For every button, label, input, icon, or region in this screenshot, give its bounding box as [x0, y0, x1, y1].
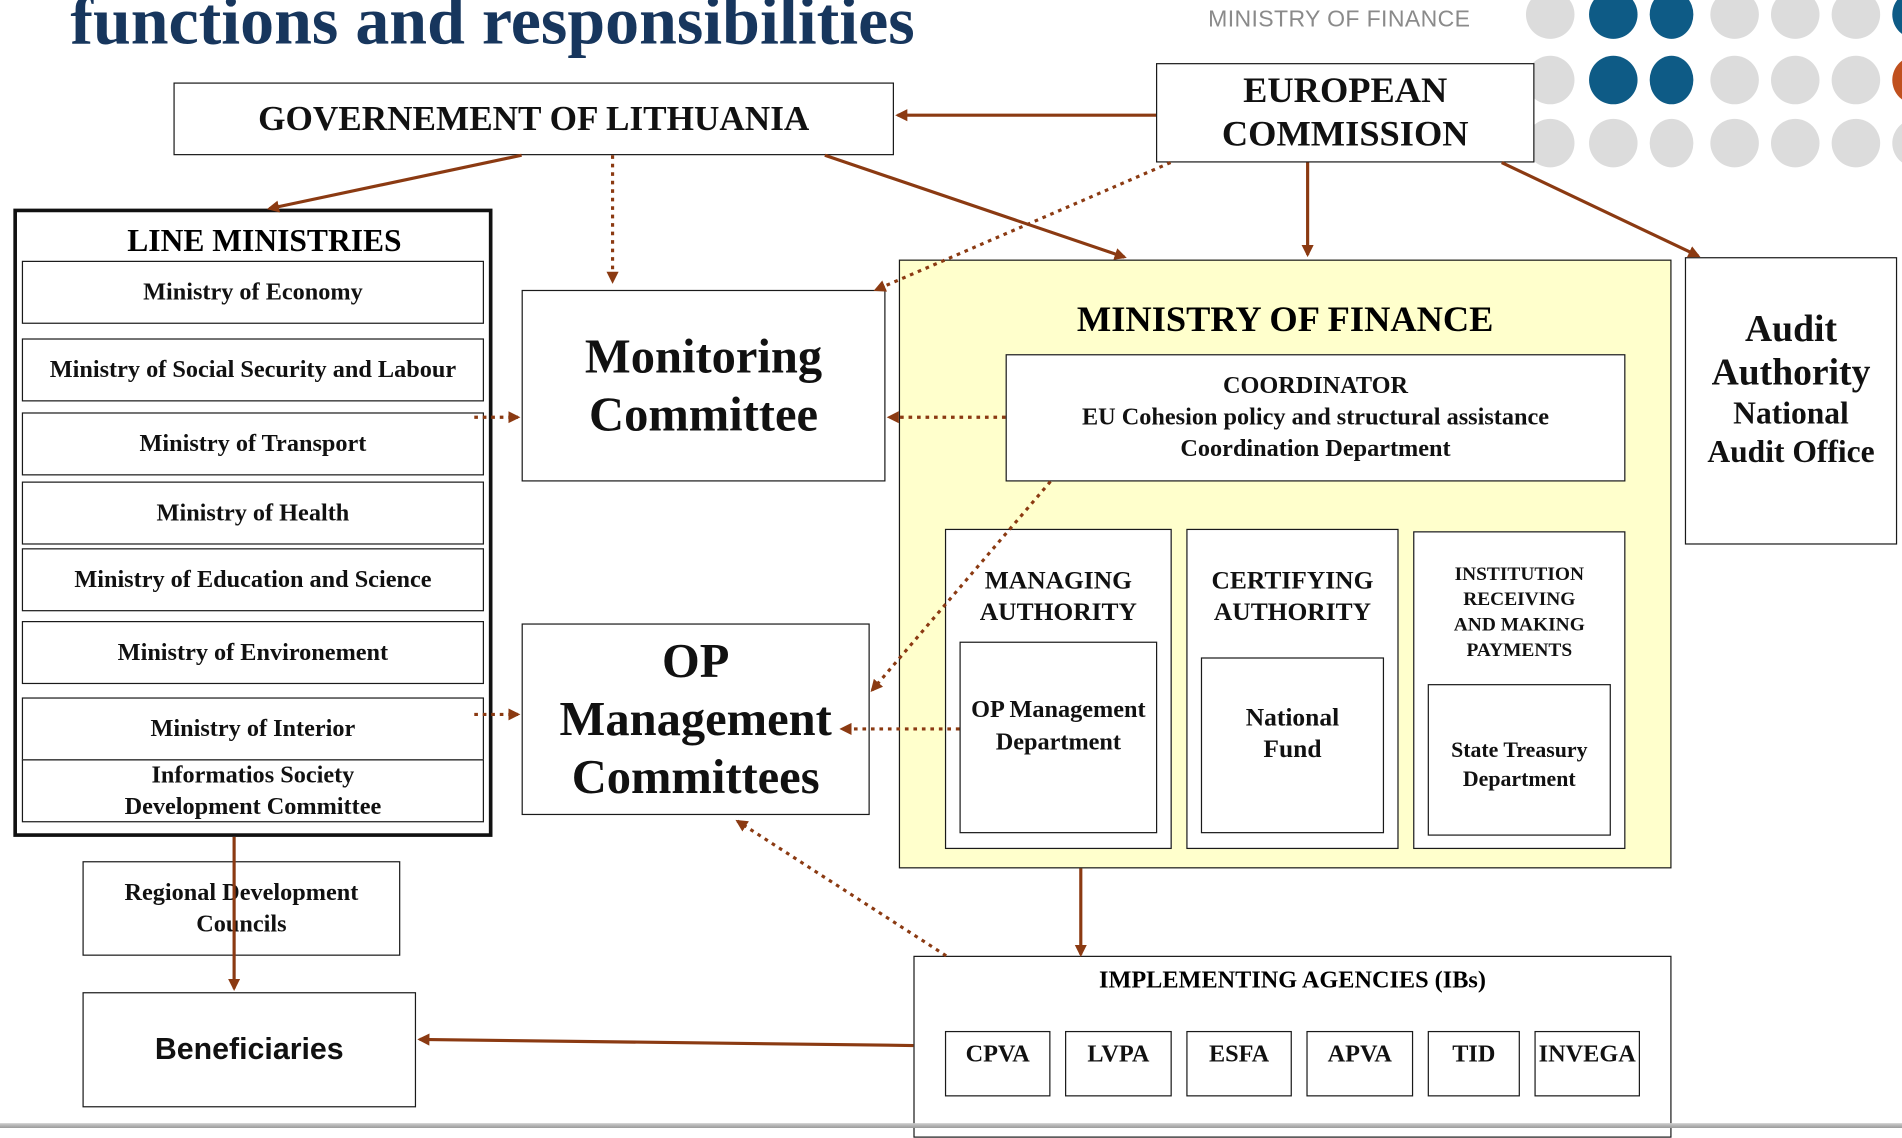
logo-dot: [1589, 0, 1638, 39]
information-society-line: Informatios Society: [151, 761, 355, 789]
logo-dot: [1589, 118, 1638, 168]
payments-institution-line: RECEIVING: [1463, 589, 1576, 611]
agency-tid: TID: [1427, 1030, 1520, 1097]
op-committees-line: Committees: [571, 749, 820, 805]
national-fund-line: National: [1245, 702, 1340, 732]
arrow-government-to-line-ministries: [266, 153, 522, 213]
beneficiaries-label: Beneficiaries: [154, 1032, 344, 1067]
arrow-ec-to-audit: [1501, 161, 1701, 258]
information-society-line: Development Committee: [124, 793, 382, 820]
certifying-authority-line: CERTIFYING: [1211, 565, 1374, 595]
footer-divider: [0, 1123, 1902, 1128]
ministry-transport: Ministry of Transport: [21, 412, 484, 476]
logo-dot: [1649, 118, 1694, 168]
logo-dot: [1710, 0, 1759, 39]
managing-authority-line: AUTHORITY: [979, 596, 1137, 626]
op-committees-line: Management: [559, 691, 832, 746]
logo-dot: [1831, 55, 1881, 105]
information-society-committee: Informatios Society Development Committe…: [21, 759, 484, 823]
audit-authority-line: National: [1733, 395, 1849, 431]
audit-authority-text: Audit Authority National Audit Office: [1707, 307, 1874, 472]
ministry-social-security: Ministry of Social Security and Labour: [21, 338, 484, 402]
european-commission-box: EUROPEAN COMMISSION: [1155, 63, 1535, 163]
national-fund-box: National Fund: [1200, 657, 1385, 834]
european-commission-line: COMMISSION: [1221, 114, 1469, 155]
regional-councils-line: Councils: [196, 910, 287, 938]
audit-authority-line: Audit Office: [1707, 434, 1875, 470]
monitoring-committee-line: Committee: [589, 386, 819, 442]
logo-dot: [1710, 55, 1759, 105]
european-commission-line: EUROPEAN: [1243, 70, 1448, 111]
implementing-agencies-title: IMPLEMENTING AGENCIES (IBs): [1099, 966, 1486, 994]
coordinator-line: Coordination Department: [1180, 435, 1451, 463]
managing-authority-line: MANAGING: [984, 565, 1132, 595]
monitoring-committee-line: Monitoring: [584, 328, 823, 384]
agency-esfa: ESFA: [1186, 1030, 1292, 1097]
logo-dot: [1525, 0, 1575, 39]
ministry-environment: Ministry of Environement: [21, 621, 484, 685]
logo-dot: [1710, 118, 1759, 168]
payments-institution-line: AND MAKING: [1453, 614, 1585, 636]
regional-councils-box: Regional Development Councils: [82, 861, 401, 956]
coordinator-line: COORDINATOR: [1222, 372, 1409, 400]
arrow-agencies-to-beneficiaries: [417, 1033, 914, 1048]
ministry-health: Ministry of Health: [21, 481, 484, 545]
agency-cpva: CPVA: [944, 1030, 1051, 1097]
coordinator-line: EU Cohesion policy and structural assist…: [1081, 403, 1550, 431]
logo-dot: [1892, 55, 1902, 105]
ministry-of-finance-title: MINISTRY OF FINANCE: [1076, 299, 1494, 340]
logo-dot: [1649, 55, 1694, 105]
audit-authority-line: Authority: [1711, 350, 1871, 393]
op-management-department-box: OP Management Department: [959, 641, 1158, 834]
payments-institution-line: PAYMENTS: [1466, 640, 1573, 662]
agency-lvpa: LVPA: [1065, 1030, 1172, 1097]
op-committees-box: OP Management Committees: [521, 623, 870, 816]
logo-dot: [1892, 0, 1902, 39]
coordinator-box: COORDINATOR EU Cohesion policy and struc…: [1005, 354, 1626, 482]
government-label: GOVERNEMENT OF LITHUANIA: [258, 98, 810, 138]
regional-councils-line: Regional Development: [124, 879, 359, 907]
page-title: functions and responsibilities: [70, 0, 915, 60]
logo-text: MINISTRY OF FINANCE: [1208, 7, 1471, 33]
op-committees-line: OP: [661, 633, 730, 688]
state-treasury-line: Department: [1462, 766, 1576, 791]
national-fund-line: Fund: [1263, 733, 1322, 763]
state-treasury-line: State Treasury: [1451, 737, 1588, 762]
logo-dot: [1831, 118, 1881, 168]
logo-dot: [1589, 55, 1638, 105]
op-management-department-line: OP Management: [971, 696, 1146, 723]
state-treasury-box: State Treasury Department: [1427, 684, 1611, 836]
logo-dot: [1770, 118, 1820, 168]
op-management-department-line: Department: [995, 728, 1122, 756]
audit-authority-box: Audit Authority National Audit Office: [1684, 257, 1898, 545]
monitoring-committee-box: Monitoring Committee: [521, 289, 886, 482]
certifying-authority-line: AUTHORITY: [1213, 596, 1372, 626]
beneficiaries-box: Beneficiaries: [82, 992, 417, 1108]
agency-invega: INVEGA: [1534, 1030, 1640, 1097]
agency-apva: APVA: [1306, 1030, 1414, 1097]
logo-dot: [1770, 0, 1820, 39]
ministry-economy: Ministry of Economy: [21, 260, 484, 324]
line-ministries-title: LINE MINISTRIES: [127, 223, 402, 259]
audit-authority-line: Audit: [1745, 306, 1837, 350]
payments-institution-line: INSTITUTION: [1454, 563, 1585, 585]
logo-dot: [1770, 55, 1820, 105]
logo-dot: [1649, 0, 1694, 39]
ministry-interior: Ministry of Interior: [21, 697, 484, 761]
arrow-government-to-finance: [824, 153, 1127, 260]
ministry-education: Ministry of Education and Science: [21, 548, 484, 612]
government-box: GOVERNEMENT OF LITHUANIA: [173, 82, 894, 156]
logo-dot: [1831, 0, 1881, 39]
logo-dot: [1892, 118, 1902, 168]
